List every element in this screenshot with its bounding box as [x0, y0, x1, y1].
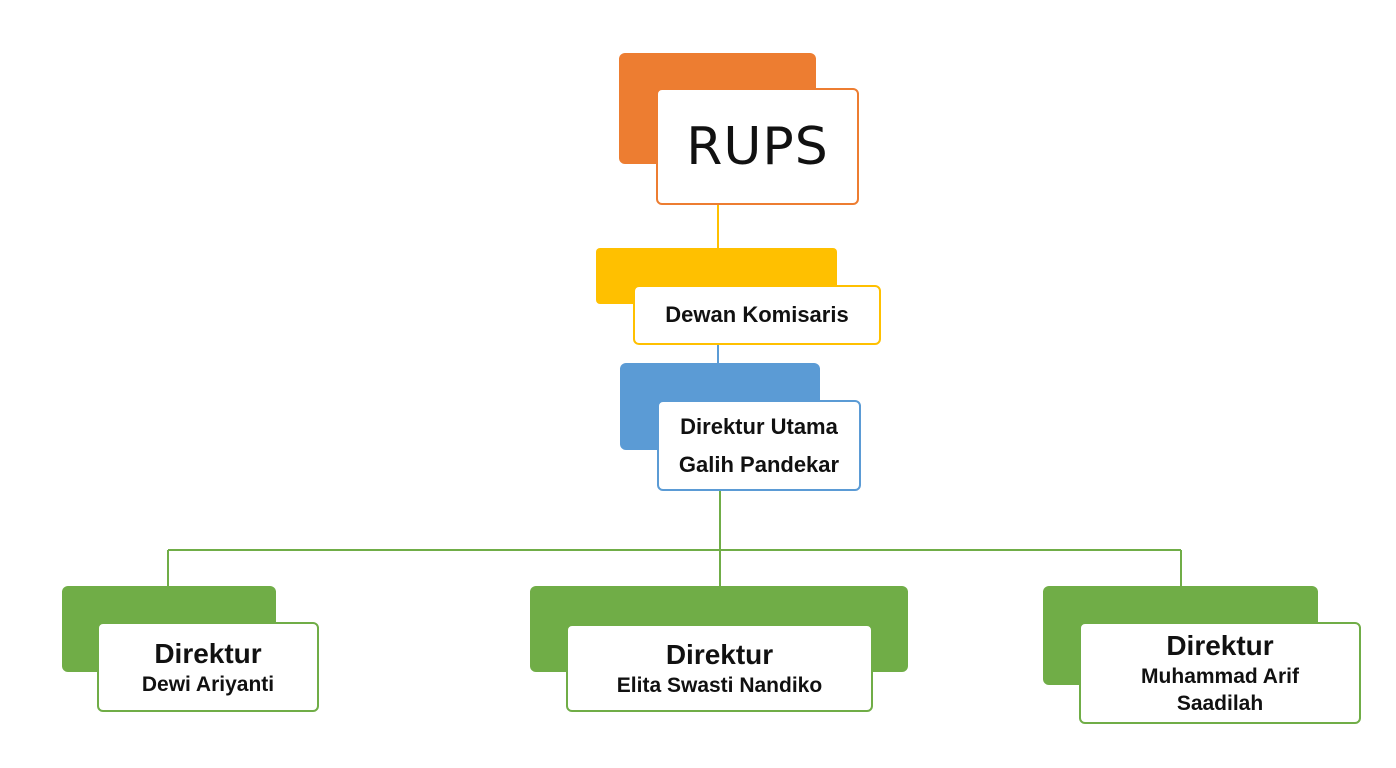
node-director-2-title: Direktur — [665, 638, 774, 670]
node-director-3-box: Direktur Muhammad Arif Saadilah — [1079, 622, 1361, 724]
node-director-1-title: Direktur — [154, 637, 262, 669]
node-director-3-title: Direktur — [1166, 630, 1274, 661]
node-komisaris-box: Dewan Komisaris — [633, 285, 881, 345]
node-director-2-name: Elita Swasti Nandiko — [616, 673, 823, 697]
node-komisaris-label: Dewan Komisaris — [665, 302, 849, 327]
node-rups-label: RUPS — [686, 116, 829, 177]
node-director-1-name: Dewi Ariyanti — [141, 672, 275, 696]
node-director-1-box: Direktur Dewi Ariyanti — [97, 622, 319, 712]
node-utama-box: Direktur Utama Galih Pandekar — [657, 400, 861, 491]
node-rups-box: RUPS — [656, 88, 859, 205]
node-utama-title: Direktur Utama — [680, 413, 838, 439]
node-utama-name: Galih Pandekar — [678, 451, 840, 477]
node-director-3-name-line2: Saadilah — [1176, 692, 1264, 715]
node-director-3-name-line1: Muhammad Arif — [1141, 665, 1299, 688]
node-director-2-box: Direktur Elita Swasti Nandiko — [566, 624, 873, 712]
